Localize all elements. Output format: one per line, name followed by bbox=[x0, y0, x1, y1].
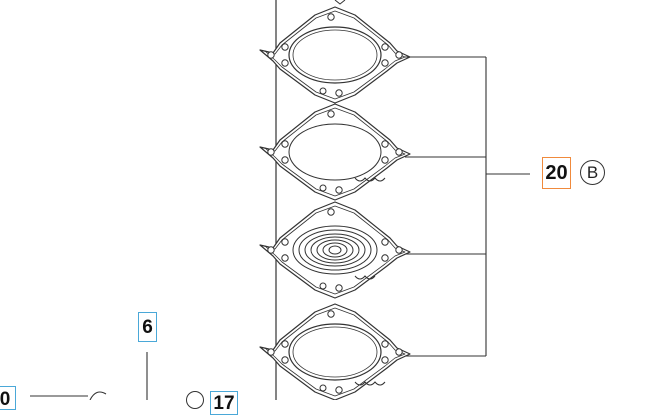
small-circle-marker bbox=[186, 391, 204, 409]
leader-lines bbox=[30, 56, 530, 400]
callout-left-edge: 0 bbox=[0, 386, 16, 410]
gasket-top bbox=[259, 6, 411, 104]
callout-part-6-number: 6 bbox=[142, 316, 153, 338]
diaphragm bbox=[259, 103, 411, 201]
exploded-parts-diagram bbox=[30, 0, 530, 400]
callout-part-17-number: 17 bbox=[213, 393, 235, 414]
callout-part-20-number: 20 bbox=[545, 162, 568, 184]
callout-letter-b: B bbox=[580, 160, 605, 185]
callout-part-6: 6 bbox=[138, 312, 157, 342]
callout-part-17: 17 bbox=[210, 391, 238, 415]
pump-diaphragm-spiral bbox=[259, 201, 411, 299]
callout-letter-b-text: B bbox=[586, 163, 599, 182]
gasket-bottom bbox=[259, 303, 411, 400]
callout-part-20: 20 bbox=[542, 157, 571, 189]
